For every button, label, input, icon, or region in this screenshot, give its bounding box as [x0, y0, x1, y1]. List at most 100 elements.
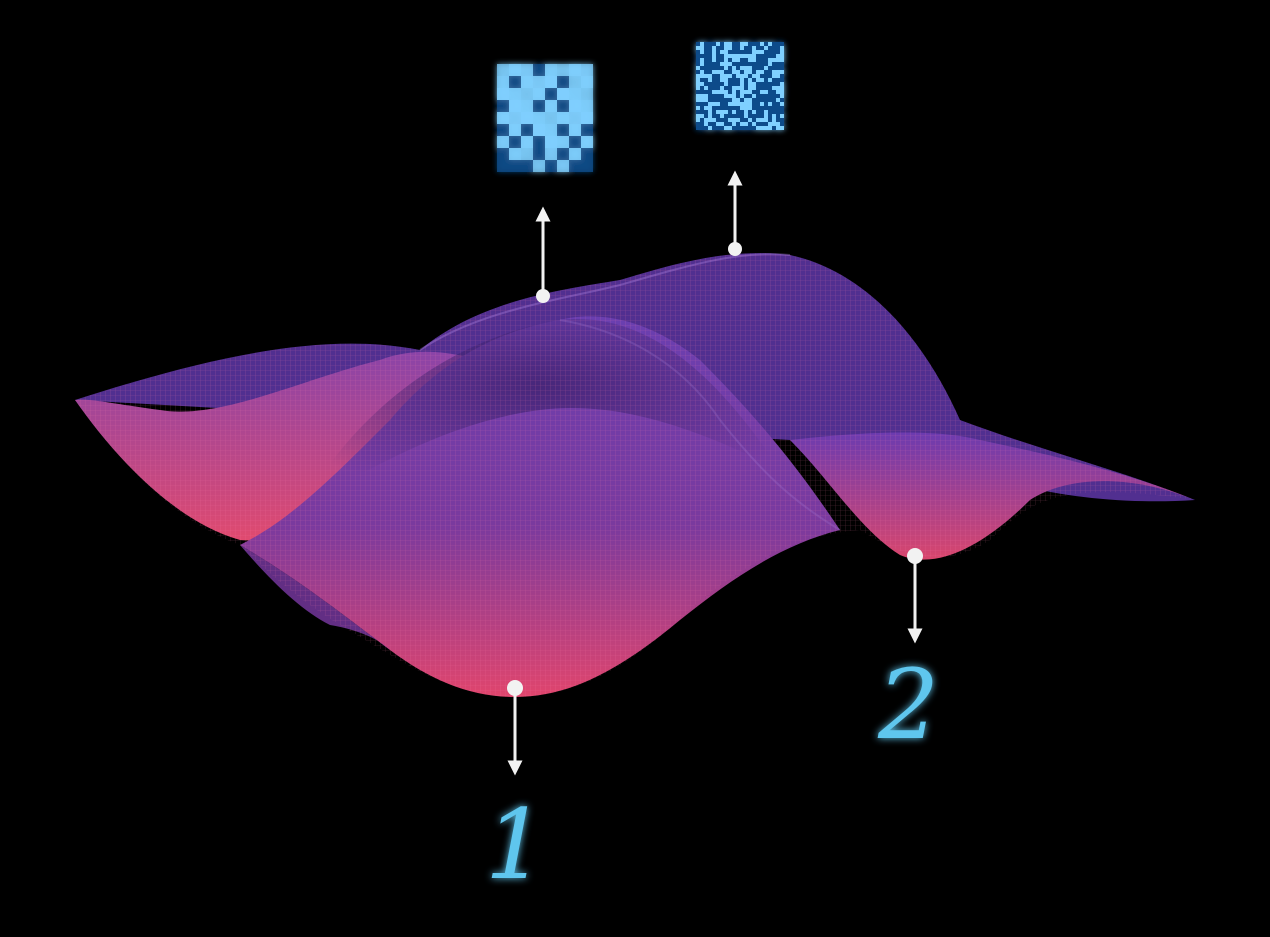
- noise-pixel: [740, 118, 744, 122]
- digit-pixel: [509, 64, 521, 76]
- noise-pixel: [712, 74, 716, 78]
- noise-pixel: [776, 114, 780, 118]
- noise-pixel: [752, 66, 756, 70]
- noise-pixel: [716, 102, 720, 106]
- noise-pixel: [724, 122, 728, 126]
- noise-pixel: [724, 86, 728, 90]
- noise-pixel: [740, 82, 744, 86]
- noise-pixel: [712, 118, 716, 122]
- noise-pixel: [744, 114, 748, 118]
- noise-pixel: [736, 70, 740, 74]
- noise-pixel: [712, 102, 716, 106]
- noise-pixel: [732, 66, 736, 70]
- noise-pixel: [740, 74, 744, 78]
- noise-pixel: [780, 110, 784, 114]
- noise-pixel: [720, 42, 724, 46]
- noise-pixel: [744, 42, 748, 46]
- noise-pixel: [724, 102, 728, 106]
- noise-pixel: [772, 66, 776, 70]
- digit-pixel: [581, 100, 593, 112]
- noise-pixel: [776, 102, 780, 106]
- noise-pixel: [720, 54, 724, 58]
- noise-pixel: [716, 86, 720, 90]
- noise-pixel: [768, 94, 772, 98]
- noise-pixel: [696, 110, 700, 114]
- noise-pixel: [752, 98, 756, 102]
- noise-pixel: [736, 110, 740, 114]
- noise-pixel: [696, 90, 700, 94]
- noise-pixel: [708, 86, 712, 90]
- digit-pixel: [557, 148, 569, 160]
- digit-pixel: [569, 148, 581, 160]
- noise-pixel: [744, 110, 748, 114]
- noise-pixel: [744, 90, 748, 94]
- noise-pixel: [732, 126, 736, 130]
- peak-right-dot: [728, 242, 742, 256]
- noise-pixel: [748, 102, 752, 106]
- noise-pixel: [756, 118, 760, 122]
- digit-pixel: [557, 124, 569, 136]
- noise-pixel: [740, 78, 744, 82]
- noise-pixel: [732, 58, 736, 62]
- digit-pixel: [521, 136, 533, 148]
- noise-pixel: [740, 46, 744, 50]
- noise-pixel: [780, 118, 784, 122]
- noise-pixel: [716, 110, 720, 114]
- noise-pixel: [724, 98, 728, 102]
- noise-pixel: [700, 90, 704, 94]
- digit-pixel: [581, 76, 593, 88]
- noise-pixel: [764, 46, 768, 50]
- digit-pixel: [557, 136, 569, 148]
- digit-pixel: [533, 136, 545, 148]
- noise-pixel: [712, 126, 716, 130]
- noise-pixel: [752, 114, 756, 118]
- noise-pixel: [708, 70, 712, 74]
- noise-pixel: [720, 70, 724, 74]
- noise-pixel: [772, 90, 776, 94]
- noise-pixel: [756, 94, 760, 98]
- arrow-minimum-2: [907, 548, 923, 644]
- digit-pixel: [581, 136, 593, 148]
- noise-pixel: [696, 42, 700, 46]
- noise-pixel: [732, 102, 736, 106]
- digit-pixel: [545, 88, 557, 100]
- noise-pixel: [752, 126, 756, 130]
- noise-image: [696, 42, 784, 130]
- noise-pixel: [704, 106, 708, 110]
- noise-pixel: [708, 122, 712, 126]
- noise-pixel: [780, 102, 784, 106]
- noise-pixel: [716, 122, 720, 126]
- noise-pixel: [764, 82, 768, 86]
- arrow-peak-right: [727, 170, 743, 256]
- digit-pixel: [521, 160, 533, 172]
- noise-pixel: [744, 82, 748, 86]
- noise-pixel: [712, 90, 716, 94]
- noise-pixel: [780, 106, 784, 110]
- noise-pixel: [748, 70, 752, 74]
- noise-pixel: [712, 46, 716, 50]
- noise-pixel: [748, 94, 752, 98]
- noise-pixel: [696, 82, 700, 86]
- noise-pixel: [768, 66, 772, 70]
- noise-pixel: [764, 66, 768, 70]
- noise-pixel: [740, 66, 744, 70]
- digit-pixel: [545, 124, 557, 136]
- noise-pixel: [728, 70, 732, 74]
- noise-pixel: [708, 118, 712, 122]
- noise-pixel: [780, 90, 784, 94]
- arrow-peak-left: [535, 206, 551, 303]
- noise-pixel: [744, 94, 748, 98]
- noise-pixel: [740, 54, 744, 58]
- noise-pixel: [760, 42, 764, 46]
- noise-pixel: [760, 122, 764, 126]
- noise-pixel: [696, 46, 700, 50]
- noise-pixel: [716, 66, 720, 70]
- noise-pixel: [720, 106, 724, 110]
- noise-pixel: [704, 42, 708, 46]
- noise-pixel: [736, 42, 740, 46]
- noise-pixel: [744, 98, 748, 102]
- noise-pixel: [732, 122, 736, 126]
- noise-pixel: [732, 82, 736, 86]
- noise-pixel: [772, 114, 776, 118]
- noise-pixel: [696, 66, 700, 70]
